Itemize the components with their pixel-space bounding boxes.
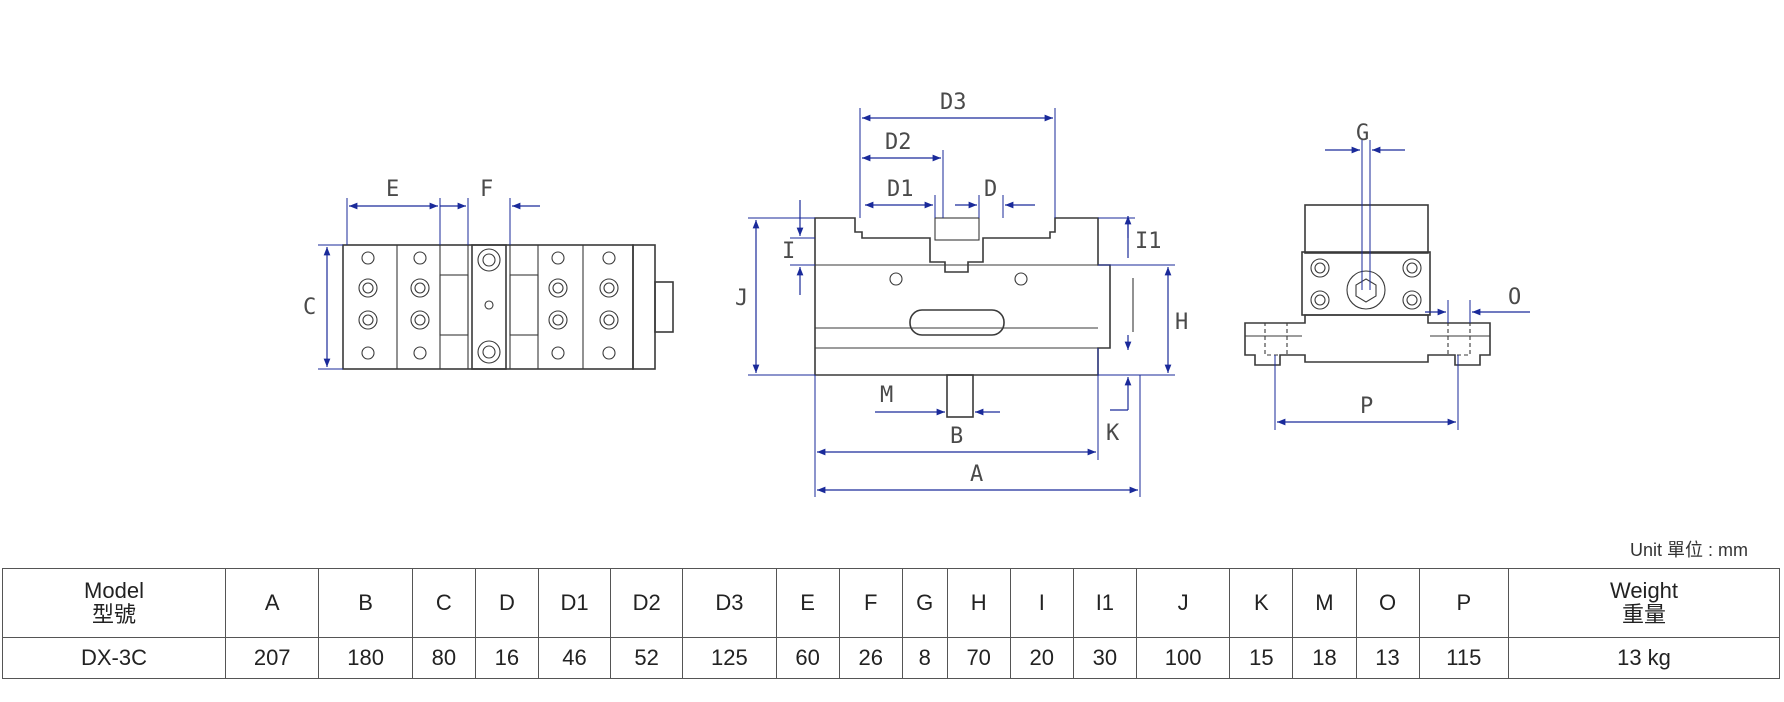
value-cell: 26 bbox=[838, 637, 903, 679]
dimension-label-i: I bbox=[782, 239, 795, 264]
top-view-body bbox=[342, 244, 634, 370]
column-header: M bbox=[1292, 568, 1357, 638]
top-view-center-jaw bbox=[471, 244, 507, 370]
value-cell: 80 bbox=[411, 637, 476, 679]
value-cell: 13 bbox=[1355, 637, 1420, 679]
front-view-slot bbox=[909, 309, 1005, 336]
dimension-label-d2: D2 bbox=[885, 130, 912, 155]
value-cell: 46 bbox=[537, 637, 612, 679]
column-header: D2 bbox=[610, 568, 684, 638]
value-cell: 115 bbox=[1418, 637, 1510, 679]
dimension-label-b: B bbox=[950, 424, 963, 449]
column-header: G bbox=[901, 568, 948, 638]
column-header: I bbox=[1009, 568, 1074, 638]
side-view: G O P bbox=[1244, 121, 1530, 430]
weight-cell: 13 kg bbox=[1508, 637, 1780, 679]
dimension-label-p: P bbox=[1360, 394, 1373, 419]
weight-header-en: Weight bbox=[1609, 578, 1679, 603]
side-view-center-bolt bbox=[1346, 270, 1386, 310]
value-cell: 52 bbox=[610, 637, 684, 679]
weight-header-zh: 重量 bbox=[1621, 602, 1666, 627]
value-cell: 100 bbox=[1135, 637, 1231, 679]
top-view-handle bbox=[654, 281, 674, 333]
model-header: Model 型號 bbox=[2, 568, 226, 638]
value-cell: 180 bbox=[318, 637, 413, 679]
column-header: P bbox=[1418, 568, 1510, 638]
dimension-label-d: D bbox=[984, 177, 997, 202]
column-header: D bbox=[474, 568, 539, 638]
dimension-label-o: O bbox=[1508, 285, 1521, 310]
weight-header: Weight 重量 bbox=[1508, 568, 1780, 638]
value-cell: 60 bbox=[775, 637, 840, 679]
top-view: C E F bbox=[303, 177, 674, 370]
side-view-jaw bbox=[1304, 204, 1429, 254]
model-cell: DX-3C bbox=[2, 637, 226, 679]
column-header: I1 bbox=[1072, 568, 1137, 638]
column-header: C bbox=[411, 568, 476, 638]
model-header-en: Model bbox=[84, 578, 144, 603]
dimension-label-h: H bbox=[1175, 310, 1188, 335]
value-cell: 18 bbox=[1292, 637, 1357, 679]
spec-table: Model 型號 A B C D D1 D2 D3 E F G H I I1 J… bbox=[2, 568, 1780, 679]
column-header: B bbox=[318, 568, 413, 638]
dimension-label-j: J bbox=[735, 286, 748, 311]
front-view-body bbox=[814, 217, 1111, 376]
table-row: DX-3C 207 180 80 16 46 52 125 60 26 8 70… bbox=[2, 637, 1780, 679]
dimension-label-m: M bbox=[880, 383, 893, 408]
top-view-bolt-holes bbox=[358, 248, 619, 364]
dimension-label-k: K bbox=[1106, 421, 1120, 446]
value-cell: 8 bbox=[901, 637, 948, 679]
technical-drawing: C E F D3 D2 D1 bbox=[303, 90, 1530, 497]
column-header: D3 bbox=[682, 568, 777, 638]
column-header: K bbox=[1229, 568, 1294, 638]
unit-label: Unit 單位 : mm bbox=[1630, 540, 1749, 560]
value-cell: 125 bbox=[682, 637, 777, 679]
side-view-base bbox=[1244, 314, 1491, 366]
dimension-label-a: A bbox=[970, 462, 983, 487]
dimension-label-d3: D3 bbox=[940, 90, 967, 115]
value-cell: 30 bbox=[1072, 637, 1137, 679]
column-header: A bbox=[224, 568, 320, 638]
value-cell: 15 bbox=[1229, 637, 1294, 679]
column-header: J bbox=[1135, 568, 1231, 638]
front-view-key bbox=[946, 374, 974, 418]
dimension-label-e: E bbox=[386, 177, 399, 202]
dimension-label-g: G bbox=[1356, 121, 1369, 146]
front-view: D3 D2 D1 D J I I1 H bbox=[735, 90, 1188, 497]
value-cell: 16 bbox=[474, 637, 539, 679]
column-header: D1 bbox=[537, 568, 612, 638]
column-header: O bbox=[1355, 568, 1420, 638]
top-view-end-block bbox=[632, 244, 656, 370]
value-cell: 207 bbox=[224, 637, 320, 679]
dimension-label-i1: I1 bbox=[1135, 229, 1162, 254]
column-header: F bbox=[838, 568, 903, 638]
side-view-body bbox=[1301, 251, 1431, 316]
table-header-row: Model 型號 A B C D D1 D2 D3 E F G H I I1 J… bbox=[2, 568, 1780, 638]
dimension-label-c: C bbox=[303, 295, 316, 320]
value-cell: 20 bbox=[1009, 637, 1074, 679]
column-header: E bbox=[775, 568, 840, 638]
value-cell: 70 bbox=[946, 637, 1011, 679]
dimension-label-d1: D1 bbox=[887, 177, 914, 202]
column-header: H bbox=[946, 568, 1011, 638]
dimension-label-f: F bbox=[480, 177, 493, 202]
model-header-zh: 型號 bbox=[91, 602, 136, 627]
